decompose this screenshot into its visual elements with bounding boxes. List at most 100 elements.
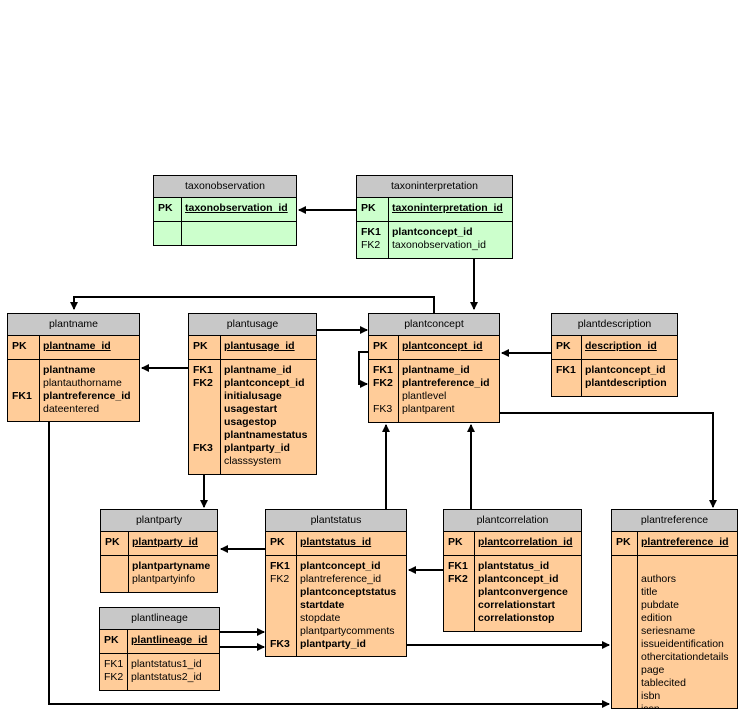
pk-label: PK — [101, 532, 129, 555]
rel-plantconcept-self — [358, 351, 369, 388]
key-label — [193, 416, 220, 429]
key-label — [616, 690, 637, 703]
field-name: usagestart — [224, 403, 278, 415]
table-title: plantcorrelation — [444, 510, 581, 532]
key-label — [448, 586, 474, 599]
field-name: plantpartycomments — [300, 625, 395, 637]
pk-label: PK — [552, 336, 582, 359]
field-name: startdate — [300, 599, 345, 611]
key-label — [616, 651, 637, 664]
table-title: taxonobservation — [154, 176, 296, 198]
key-label — [373, 390, 398, 403]
field-name: plantconcept_id — [392, 226, 473, 238]
key-label — [105, 573, 128, 586]
key-label: FK2 — [270, 573, 290, 585]
key-label: FK1 — [104, 658, 124, 670]
key-label: FK1 — [270, 560, 290, 572]
field-name: plantconceptstatus — [300, 586, 397, 598]
table-title: plantreference — [612, 510, 737, 532]
field-name: plantconcept_id — [478, 573, 559, 585]
key-label — [158, 226, 181, 239]
field-name: correlationstart — [478, 599, 556, 611]
key-label — [270, 586, 296, 599]
pk-field: plantcorrelation_id — [478, 536, 573, 548]
key-label — [193, 429, 220, 442]
key-label: FK2 — [104, 671, 124, 683]
pk-field: plantparty_id — [132, 536, 198, 548]
key-label — [616, 560, 637, 573]
table-title: plantparty — [101, 510, 217, 532]
field-name: plantpartyname — [132, 560, 211, 572]
field-name: plantreference_id — [402, 377, 490, 389]
pk-label: PK — [100, 630, 128, 653]
field-name: issn — [641, 703, 737, 708]
key-label: FK1 — [193, 364, 213, 376]
field-name: authors — [641, 573, 677, 585]
field-name: plantparty_id — [300, 638, 366, 650]
field-name: initialusage — [224, 390, 282, 402]
key-label — [616, 677, 637, 690]
key-label: FK2 — [361, 239, 381, 251]
field-name: usagestop — [224, 416, 277, 428]
pk-field: plantstatus_id — [300, 536, 372, 548]
fields-section — [154, 222, 296, 245]
pk-field: plantreference_id — [641, 536, 729, 548]
key-label — [270, 612, 296, 625]
rel-plantconcept-plantname — [70, 296, 435, 313]
field-name: plantreference_id — [43, 390, 131, 402]
key-label — [105, 560, 128, 573]
field-name: plantname — [43, 364, 96, 376]
pk-label: PK — [8, 336, 40, 359]
field-name: plantdescription — [585, 377, 667, 389]
pk-label: PK — [154, 198, 182, 221]
field-name: plantname_id — [224, 364, 292, 376]
key-label: FK2 — [373, 377, 393, 389]
key-label: FK1 — [448, 560, 468, 572]
pk-field: plantusage_id — [224, 340, 295, 352]
pk-field: plantlineage_id — [131, 634, 208, 646]
key-label — [616, 586, 637, 599]
key-label: FK1 — [373, 364, 393, 376]
key-label: FK2 — [193, 377, 213, 389]
field-name — [185, 226, 296, 239]
key-label — [616, 638, 637, 651]
table-title: plantdescription — [552, 314, 677, 336]
key-label — [193, 403, 220, 416]
table-title: plantconcept — [369, 314, 499, 336]
field-name: page — [641, 664, 665, 676]
rel-plantconcept-plantreference — [499, 412, 717, 508]
table-title: taxoninterpretation — [357, 176, 512, 198]
pk-field: plantconcept_id — [402, 340, 483, 352]
pk-label: PK — [266, 532, 297, 555]
table-title: plantusage — [189, 314, 316, 336]
field-name: edition — [641, 612, 672, 624]
key-label — [616, 664, 637, 677]
field-name: plantauthorname — [43, 377, 122, 389]
field-name: title — [641, 586, 658, 598]
key-label — [616, 573, 637, 586]
field-name: correlationstop — [478, 612, 555, 624]
pk-field: description_id — [585, 340, 657, 352]
field-name: othercitationdetails — [641, 651, 729, 663]
pk-field: plantname_id — [43, 340, 111, 352]
key-label — [448, 612, 474, 625]
